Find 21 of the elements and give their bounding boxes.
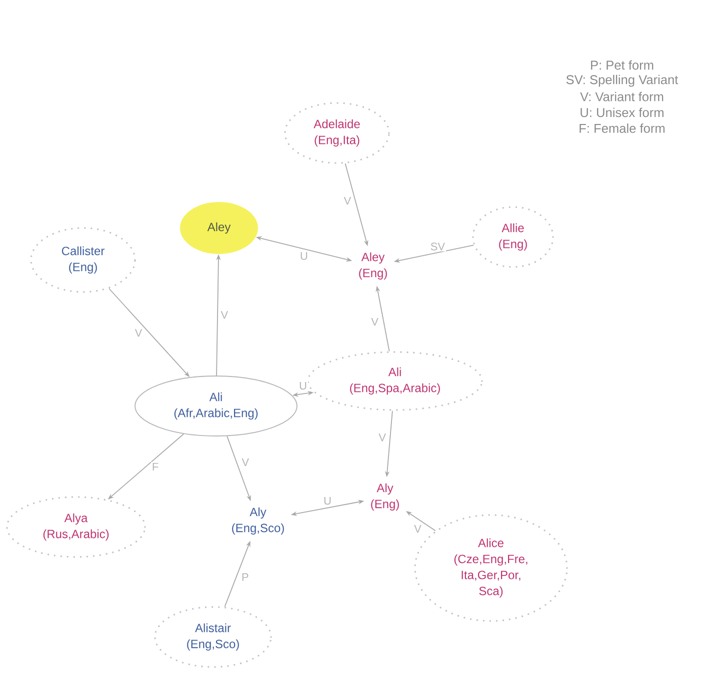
key-text: F: Female form [580,124,665,133]
edge-label: SV [429,242,446,252]
key-text: SV: Spelling Variant [566,74,678,87]
edge-label: U [322,496,332,506]
key-text: V: Variant form [580,92,664,102]
edge-label: V [240,457,250,467]
name-text: Aly (Eng,Sco) [232,507,284,535]
edge-label: V [342,196,352,206]
name-text: Aley (Eng) [359,252,387,280]
name-text: Aly (Eng) [371,483,399,511]
edge-label: V [378,432,387,442]
edge-label: V [134,328,144,338]
edge-label: V [370,316,380,327]
key-text: U: Unisex form [580,108,664,118]
edge-label: U [298,251,309,261]
edge-label: P [240,572,250,582]
edge-label: U [298,380,308,391]
edge-label: F [150,462,160,472]
edge-label: V [413,524,422,534]
edge-label: V [220,310,230,320]
key-text: P: Pet form [591,60,654,70]
